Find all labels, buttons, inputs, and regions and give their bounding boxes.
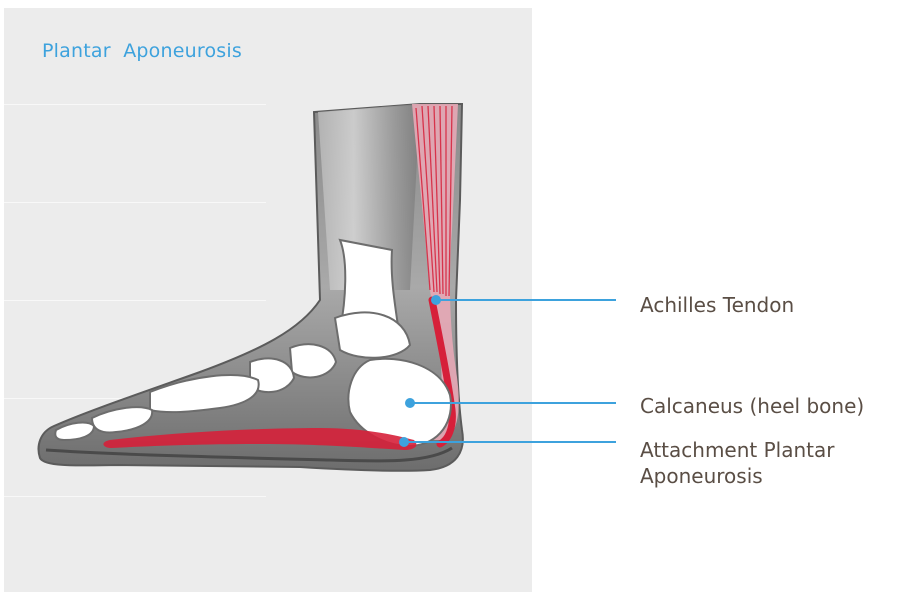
foot-bones <box>54 238 452 448</box>
background-band <box>4 300 266 301</box>
calcaneus-dot <box>405 398 415 408</box>
background-band <box>4 104 266 105</box>
plantar-aponeurosis-band <box>103 428 417 450</box>
diagram-title: Plantar Aponeurosis <box>42 40 242 62</box>
toe-tip-bone <box>54 421 96 442</box>
navicular-bone <box>288 343 338 379</box>
background-band <box>4 202 266 203</box>
attachment-plantar-aponeurosis-label: Attachment Plantar Aponeurosis <box>640 438 835 488</box>
sole-edge <box>45 446 453 463</box>
background-band <box>4 496 266 497</box>
callout-leaders <box>404 299 616 443</box>
callout-dots <box>399 295 441 447</box>
achilles-tendon-label: Achilles Tendon <box>640 293 795 317</box>
metatarsal-bone <box>149 374 260 414</box>
attachment-dot <box>399 437 409 447</box>
achilles-dot <box>431 295 441 305</box>
tendon-fibres <box>415 105 453 297</box>
achilles-tendon-shape <box>412 104 459 440</box>
talus-bone <box>333 311 412 359</box>
phalanx-bone <box>90 406 154 434</box>
calcaneus-label: Calcaneus (heel bone) <box>640 394 865 418</box>
